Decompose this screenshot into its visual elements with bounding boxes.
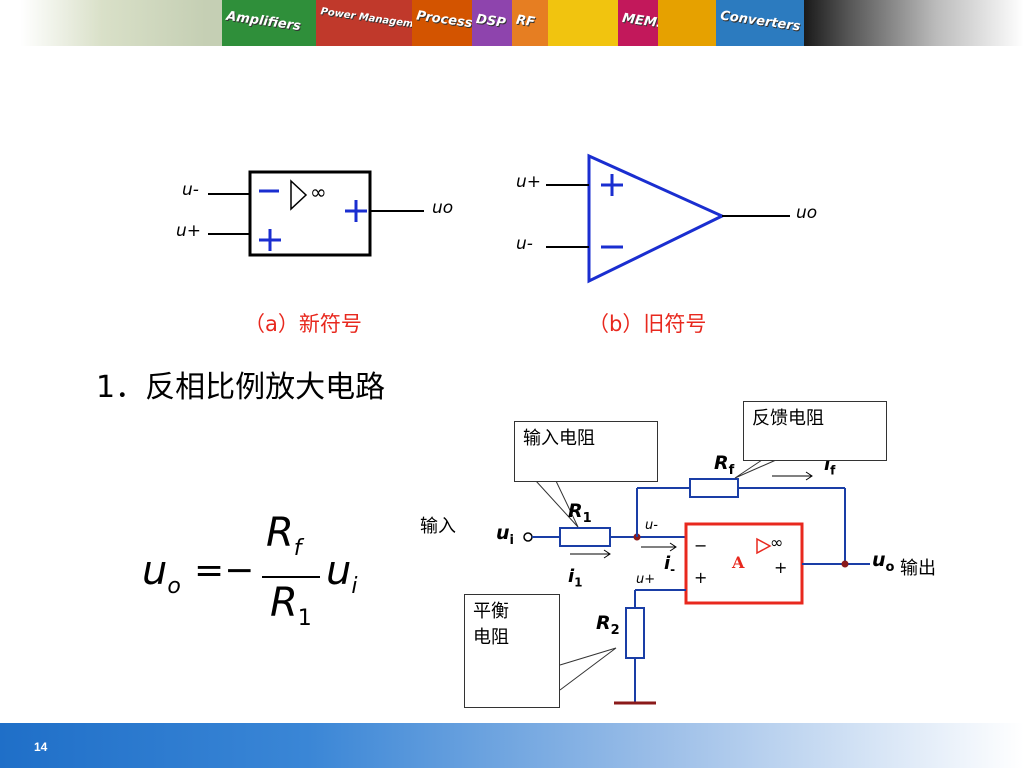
input-resistor-callout: 输入电阻 (514, 421, 658, 482)
new-input-plus-label: u+ (176, 221, 202, 241)
old-input-minus-label: u- (516, 234, 533, 254)
uo-label: uo (872, 549, 895, 575)
i1-label: i1 (568, 566, 583, 590)
callout-pointer (734, 459, 777, 479)
r2-resistor (625, 607, 645, 659)
infinity-icon: ∞ (770, 533, 784, 552)
new-out-plus-sign (345, 200, 367, 222)
old-output-label: uo (796, 203, 818, 223)
infinity-icon: ∞ (310, 180, 327, 204)
old-input-plus-label: u+ (516, 172, 542, 192)
banner-fade (804, 0, 1024, 46)
banner-tile: Amplifiers (222, 0, 316, 46)
arrow-icon (570, 549, 611, 559)
formula-lhs: uo (142, 548, 181, 599)
section-title: 1．反相比例放大电路 (96, 370, 386, 405)
callout-pointer (535, 480, 579, 528)
formula-rhs: ui (326, 548, 358, 599)
new-output-label: uo (432, 198, 454, 218)
new-opamp-symbol (208, 170, 424, 257)
banner-tile (658, 0, 716, 46)
node (841, 560, 849, 568)
iminus-label: i- (664, 553, 676, 577)
callout-pointer (559, 647, 617, 691)
triangle-icon (290, 179, 308, 211)
rf-resistor (689, 478, 739, 498)
r1-label: R1 (568, 500, 592, 526)
footer-bar (0, 723, 1024, 768)
old-symbol-caption: （b）旧符号 (588, 312, 707, 336)
feedback-resistor-callout: 反馈电阻 (743, 401, 887, 461)
balance-resistor-callout: 平衡 电阻 (464, 594, 560, 708)
if-label: if (824, 454, 836, 478)
arrow-icon (641, 542, 677, 552)
banner-tile: MEMS (618, 0, 658, 46)
r1-resistor (559, 527, 611, 547)
banner-tile: Processors (412, 0, 472, 46)
formula-denominator: R1 (270, 580, 312, 631)
ui-label: ui (496, 522, 514, 548)
new-symbol-caption: （a）新符号 (244, 312, 362, 336)
old-triangle (587, 153, 726, 284)
banner-tile: DSP (472, 0, 512, 46)
banner-tile (548, 0, 618, 46)
amp-minus-input: − (694, 536, 708, 555)
amp-plus-input: + (694, 568, 708, 587)
arrow-icon (772, 471, 813, 481)
r2-label: R2 (596, 612, 620, 638)
triangle-icon (756, 537, 772, 555)
old-opamp-symbol (546, 153, 790, 284)
banner-tile: RF (512, 0, 548, 46)
page-number: 14 (34, 740, 48, 754)
output-label: 输出 (900, 558, 936, 579)
uminus-label: u- (645, 518, 658, 533)
rf-label: Rf (714, 452, 735, 478)
amp-plus-output: + (774, 558, 788, 577)
amp-label: A (732, 553, 745, 572)
input-terminal (523, 532, 533, 542)
formula-numerator: Rf (266, 510, 302, 561)
new-input-minus-label: u- (182, 180, 199, 200)
banner-tile: Converters (716, 0, 804, 46)
banner-tile: Power Management (316, 0, 412, 46)
uplus-label: u+ (636, 572, 656, 587)
banner-tiles: Amplifiers Power Management Processors D… (222, 0, 804, 46)
formula-equals: =− (194, 550, 255, 591)
old-plus-sign (601, 174, 623, 196)
new-plus-sign (259, 229, 281, 251)
input-label: 输入 (420, 516, 456, 537)
inverting-amp-circuit (523, 459, 870, 705)
